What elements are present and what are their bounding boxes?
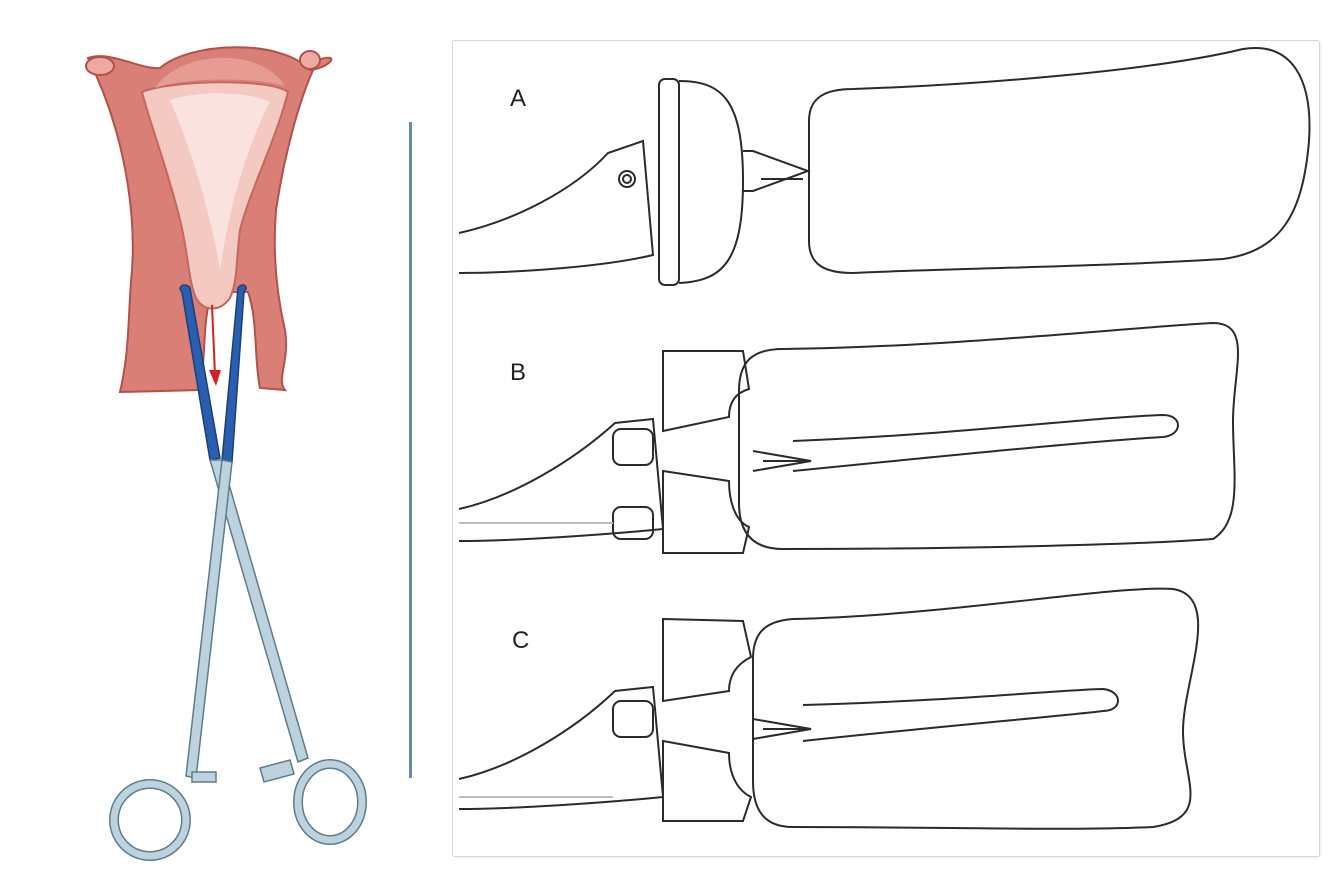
panel-a-device (458, 46, 1311, 286)
uterus-forceps-svg (85, 46, 367, 861)
panel-label-a: A (510, 85, 527, 112)
vertical-divider (409, 122, 412, 778)
forceps-illustration (109, 284, 367, 861)
device-drawing-panel: A B C (452, 40, 1320, 857)
uterus-forceps-illustration (80, 30, 400, 870)
uterus-illustration (85, 46, 333, 394)
panel-label-b: B (510, 359, 527, 386)
panel-label-c: C (512, 627, 530, 654)
traction-arrow-icon (209, 304, 221, 386)
panel-b-device (458, 321, 1239, 554)
device-line-art (458, 46, 1311, 830)
panel-c-device (458, 587, 1200, 830)
